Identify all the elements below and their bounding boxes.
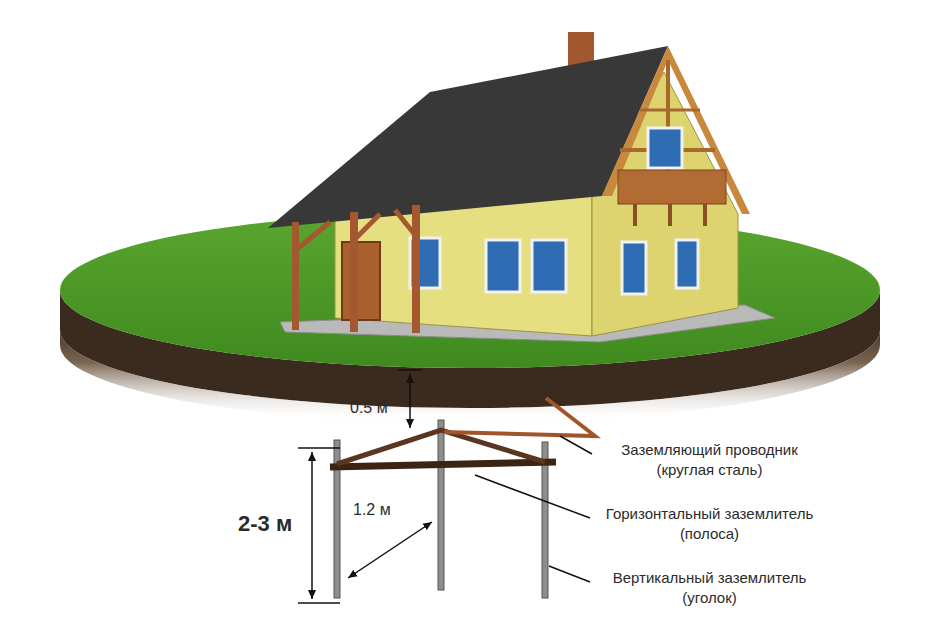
dimension-label: 2-3 м xyxy=(238,510,292,539)
house-part xyxy=(350,212,358,332)
part-label: Горизонтальный заземлитель (полоса) xyxy=(597,504,822,543)
house-part xyxy=(618,170,726,204)
grounding-system-part xyxy=(444,398,595,436)
house-part xyxy=(648,128,682,168)
dimension-lines-part xyxy=(298,447,340,449)
grounding-system-part xyxy=(330,462,556,467)
house-part xyxy=(395,210,416,236)
house-part xyxy=(640,109,700,112)
house-part xyxy=(486,240,520,292)
dimension-lines-part xyxy=(549,566,590,582)
part-label: Заземляющий проводник (круглая сталь) xyxy=(597,440,822,479)
house-part xyxy=(292,222,299,330)
house-part xyxy=(412,205,420,333)
house-part xyxy=(268,46,668,228)
house-part xyxy=(532,240,566,292)
dimension-lines-part xyxy=(398,369,422,371)
dimension-lines xyxy=(298,370,592,603)
house-part xyxy=(296,222,330,250)
house-part xyxy=(354,214,380,240)
dimension-label: 1.2 м xyxy=(353,500,391,521)
house-part xyxy=(602,46,750,214)
dimension-lines-part xyxy=(348,522,432,578)
dimension-lines-part xyxy=(560,436,592,454)
house-part xyxy=(668,204,672,226)
house-part xyxy=(703,204,707,226)
dimension-lines-part xyxy=(409,374,411,428)
dimension-lines-part xyxy=(475,475,590,518)
part-label: Вертикальный заземлитель (уголок) xyxy=(597,568,822,607)
dimension-lines-part xyxy=(311,452,313,599)
dimension-label: 0.5 м xyxy=(350,398,388,419)
house-part xyxy=(633,204,637,226)
house xyxy=(268,32,775,342)
house-part xyxy=(676,240,698,288)
grounding-system-part xyxy=(438,420,444,590)
house-part xyxy=(342,242,380,320)
grounding-system xyxy=(330,398,595,598)
house-part xyxy=(622,242,646,294)
dimension-lines-part xyxy=(298,602,340,604)
